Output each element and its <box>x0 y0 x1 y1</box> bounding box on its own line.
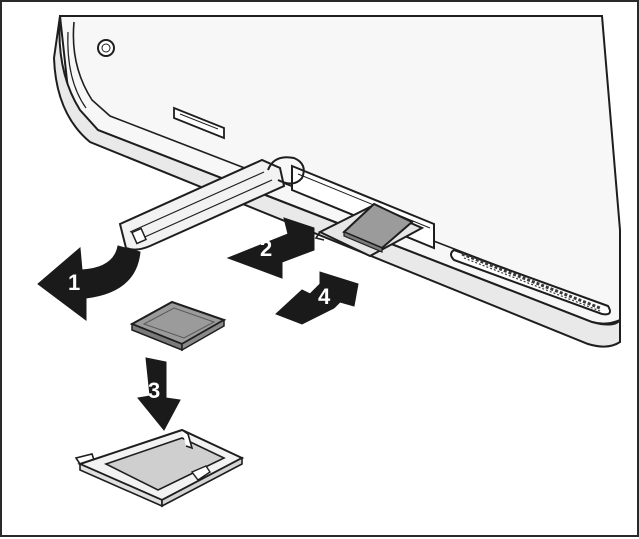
loose-sim-card <box>129 300 227 352</box>
eject-ring-icon <box>267 156 305 185</box>
step-3-arrow-icon <box>137 357 181 431</box>
side-port <box>173 106 225 140</box>
empty-tray-recess <box>103 437 226 491</box>
step-2-arrow-icon <box>226 217 315 279</box>
tray-hook-at-slot <box>314 231 325 241</box>
loose-sim-card-inner <box>142 307 216 339</box>
tray-tip-hole <box>131 227 147 245</box>
step-4-arrow: 4 <box>275 271 359 325</box>
side-port-inner <box>179 113 219 130</box>
empty-tray-notch <box>190 465 211 481</box>
camera-lens-icon <box>97 39 115 57</box>
step-2-label: 2 <box>260 236 272 261</box>
tablet-bevel-line <box>72 21 603 307</box>
empty-tray-tab-right <box>181 429 194 450</box>
tablet-top-surface <box>58 15 621 325</box>
step-1-label: 1 <box>68 270 80 295</box>
step-1-arrow-icon <box>37 245 141 321</box>
empty-sim-tray <box>74 428 245 508</box>
tray-ejector-rail <box>129 171 273 241</box>
sim-tray-ejector <box>118 156 305 251</box>
step-3-arrow: 3 <box>137 357 181 431</box>
step-4-label: 4 <box>318 284 331 309</box>
empty-tray-side-edge <box>161 456 243 508</box>
loose-sim-card-edge-right <box>181 318 225 352</box>
step-2-arrow: 2 <box>226 217 315 279</box>
step-3-label: 3 <box>148 378 160 403</box>
sim-card-at-slot-edge <box>343 231 383 253</box>
tablet-bevel-line-2 <box>67 31 87 109</box>
step-1-arrow: 1 <box>37 245 141 321</box>
tablet-device <box>52 15 621 348</box>
tablet-front-edge <box>52 15 621 348</box>
speaker-grille <box>450 248 611 316</box>
camera-lens-inner <box>101 43 111 53</box>
step-4-arrow-icon <box>275 271 359 325</box>
empty-tray-tab-left <box>74 453 95 465</box>
inserted-sim-card <box>314 202 425 258</box>
